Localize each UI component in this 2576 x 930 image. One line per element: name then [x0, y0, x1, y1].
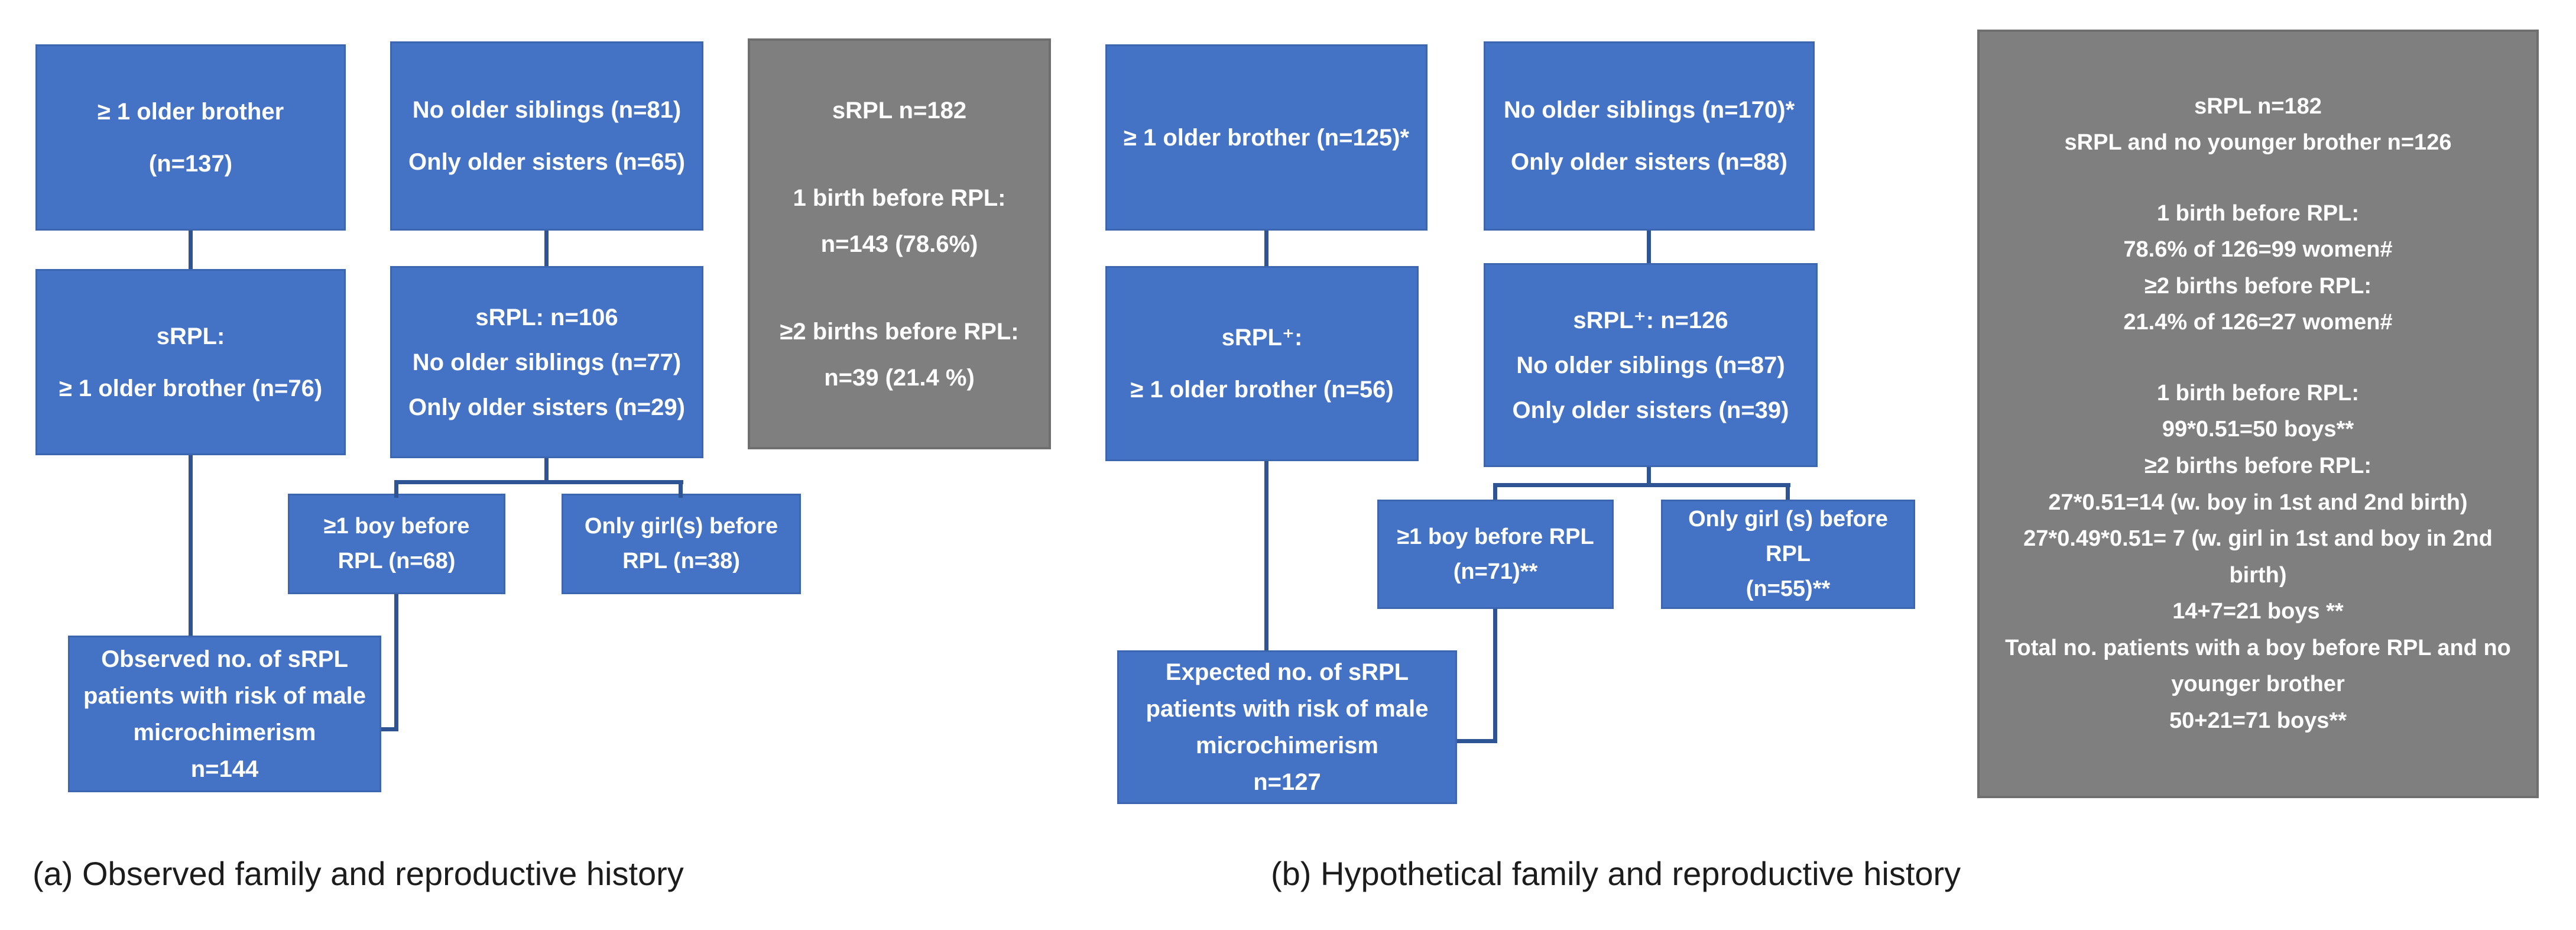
summary-b-line-1: sRPL n=182: [2194, 93, 2322, 119]
connector-b-brother-down: [1264, 231, 1268, 266]
connector-b-srpl-to-expected: [1264, 461, 1268, 650]
box-b-girls-before-rpl: Only girl (s) before RPL (n=55)**: [1661, 500, 1915, 609]
connector-a-branch-stub: [544, 458, 549, 482]
connector-a-boy-elbow-vertical: [394, 594, 398, 731]
box-a-observed-total: Observed no. of sRPL patients with risk …: [68, 636, 381, 792]
summary-b-sec1-heading-2: ≥2 births before RPL:: [2144, 273, 2371, 299]
box-a-srpl-no-older: sRPL: n=106 No older siblings (n=77) Onl…: [390, 266, 703, 458]
connector-b-boy-elbow-vertical: [1493, 609, 1497, 743]
connector-a-siblings-down: [544, 231, 549, 266]
summary-b-sec1-value-1: 78.6% of 126=99 women#: [2123, 237, 2393, 263]
summary-b-sec2-value-2b: 27*0.49*0.51= 7 (w. girl in 1st and boy …: [2023, 526, 2493, 588]
summary-b-sec1-value-2: 21.4% of 126=27 women#: [2123, 310, 2393, 335]
connector-b-boy-elbow-horizontal: [1457, 739, 1497, 743]
box-b-summary: sRPL n=182 sRPL and no younger brother n…: [1977, 30, 2539, 798]
box-b-srpl-no-older: sRPL⁺: n=126 No older siblings (n=87) On…: [1484, 263, 1818, 467]
box-a-no-older-siblings: No older siblings (n=81) Only older sist…: [390, 41, 703, 231]
box-a-boy-before-rpl: ≥1 boy before RPL (n=68): [288, 494, 505, 594]
connector-a-boy-elbow-horizontal: [381, 727, 398, 731]
connector-b-branch-right-drop: [1786, 483, 1790, 500]
connector-a-branch-bar: [394, 480, 683, 484]
box-b-older-brother: ≥ 1 older brother (n=125)*: [1105, 44, 1427, 231]
box-a-girls-before-rpl: Only girl(s) before RPL (n=38): [562, 494, 801, 594]
box-b-boy-before-rpl: ≥1 boy before RPL (n=71)**: [1377, 500, 1614, 609]
summary-b-total-heading: Total no. patients with a boy before RPL…: [2005, 635, 2511, 697]
connector-a-srpl-to-observed: [189, 455, 193, 636]
summary-b-total-value: 50+21=71 boys**: [2169, 708, 2347, 733]
summary-a-heading-2: ≥2 births before RPL:: [780, 318, 1019, 345]
summary-a-value-2: n=39 (21.4 %): [824, 364, 975, 391]
connector-b-branch-stub: [1647, 467, 1651, 487]
summary-a-value-1: n=143 (78.6%): [820, 231, 978, 257]
summary-a-title: sRPL n=182: [832, 97, 967, 124]
caption-panel-a: (a) Observed family and reproductive his…: [33, 855, 684, 892]
caption-panel-b: (b) Hypothetical family and reproductive…: [1271, 855, 1961, 892]
summary-b-sec2-heading-2: ≥2 births before RPL:: [2144, 453, 2371, 478]
box-a-srpl-older-brother: sRPL: ≥ 1 older brother (n=76): [35, 269, 346, 455]
summary-b-sec2-value-2c: 14+7=21 boys **: [2172, 599, 2344, 624]
box-b-no-older-siblings: No older siblings (n=170)* Only older si…: [1484, 41, 1815, 231]
connector-b-branch-bar: [1493, 483, 1790, 487]
connector-a-brother-down: [189, 231, 193, 269]
summary-b-sec2-value-1: 99*0.51=50 boys**: [2162, 417, 2354, 442]
connector-b-siblings-down: [1647, 231, 1651, 263]
summary-b-sec2-heading-1: 1 birth before RPL:: [2156, 380, 2360, 406]
summary-b-sec1-heading-1: 1 birth before RPL:: [2156, 200, 2360, 226]
box-b-expected-total: Expected no. of sRPL patients with risk …: [1117, 650, 1457, 804]
box-a-summary: sRPL n=182 1 birth before RPL: n=143 (78…: [748, 38, 1051, 449]
summary-a-heading-1: 1 birth before RPL:: [793, 184, 1006, 211]
connector-b-branch-left-drop: [1493, 483, 1497, 500]
box-a-older-brother: ≥ 1 older brother (n=137): [35, 44, 346, 231]
connector-a-branch-right-drop: [679, 480, 683, 498]
summary-b-line-2: sRPL and no younger brother n=126: [2064, 130, 2452, 155]
connector-a-branch-left-drop: [394, 480, 398, 498]
box-b-srpl-older-brother: sRPL⁺: ≥ 1 older brother (n=56): [1105, 266, 1419, 461]
summary-b-sec2-value-2a: 27*0.51=14 (w. boy in 1st and 2nd birth): [2048, 490, 2468, 515]
